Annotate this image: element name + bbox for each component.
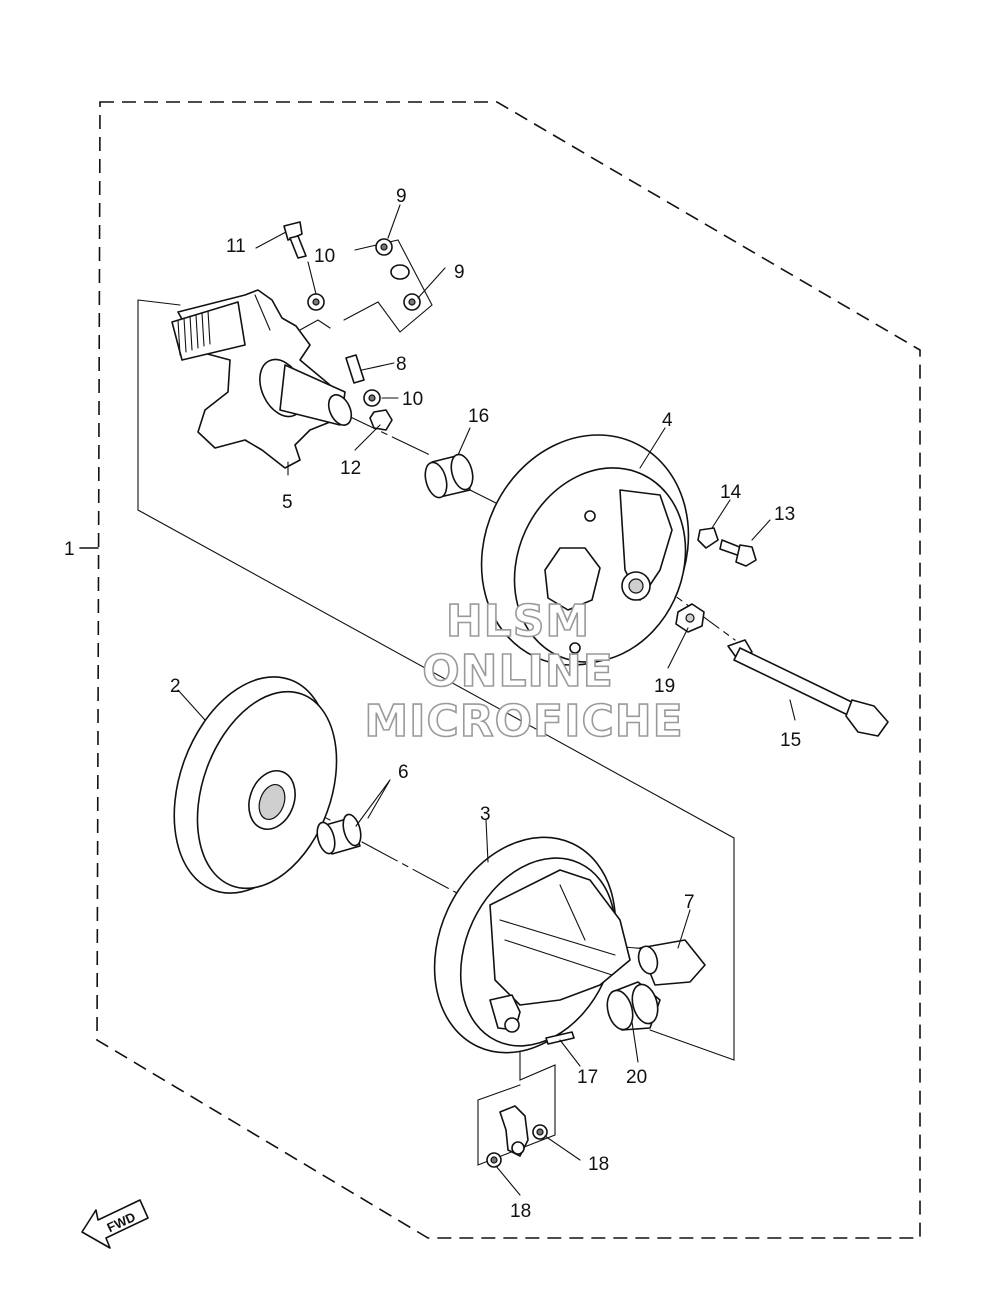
washer-part-18-left-hole: [490, 1156, 498, 1164]
callout-12: 12: [340, 458, 361, 479]
forward-direction-arrow: FWD: [81, 1199, 149, 1249]
bolt-part-15: [727, 639, 889, 737]
callout-8: 8: [396, 354, 407, 375]
callout-11: 11: [226, 236, 246, 257]
washer-part-10-mid-hole: [368, 394, 376, 402]
nut-part-12: [369, 409, 393, 431]
weight-arm-part-18: [499, 1105, 529, 1157]
callout-7: 7: [684, 892, 695, 913]
watermark: HLSM ONLINE MICROFICHE: [364, 595, 684, 748]
movable-sheave-part-3: [433, 836, 631, 1054]
callout-1: 1: [64, 539, 75, 560]
callout-18-right: 18: [588, 1154, 609, 1175]
callout-2: 2: [170, 676, 181, 697]
callout-13: 13: [774, 504, 795, 525]
callout-18-bottom: 18: [510, 1201, 531, 1222]
callout-17: 17: [577, 1067, 598, 1088]
watermark-line-1: HLSM: [446, 596, 590, 647]
washer-part-9-top-hole: [380, 243, 388, 251]
upper-group-bracket: [137, 299, 735, 1061]
watermark-line-3: MICROFICHE: [364, 696, 683, 747]
watermark-line-2: ONLINE: [422, 646, 614, 697]
bolt-part-13: [719, 539, 757, 567]
callout-14: 14: [720, 482, 742, 503]
assembly-boundary: [96, 101, 921, 1239]
spider-hub-part-5: [171, 289, 353, 469]
bolt-part-11: [283, 221, 307, 259]
callout-20: 20: [626, 1067, 647, 1088]
leader-lines: [177, 204, 796, 1196]
washer-part-18-right-hole: [536, 1128, 544, 1136]
pin-part-17: [545, 1031, 575, 1045]
callout-9-right: 9: [454, 262, 465, 283]
callout-4: 4: [662, 410, 673, 431]
bushing-part-6: [316, 813, 362, 855]
callout-5: 5: [282, 492, 293, 513]
callout-10-top: 10: [314, 246, 335, 267]
collar-part-7: [637, 939, 706, 986]
washer-part-10-top-hole: [312, 298, 320, 306]
callout-10-mid: 10: [402, 389, 423, 410]
bushing-part-20: [606, 981, 661, 1031]
roller-part-9: [390, 264, 410, 280]
sheave-disc-part-2: [173, 676, 338, 894]
callout-15: 15: [780, 730, 801, 751]
pin-part-8: [345, 354, 365, 384]
callout-6: 6: [398, 762, 409, 783]
callout-19: 19: [654, 676, 675, 697]
callout-16: 16: [468, 406, 489, 427]
washer-part-9-low-hole: [408, 298, 416, 306]
callout-3: 3: [480, 804, 491, 825]
washer-part-19: [675, 603, 705, 633]
cover-part-4: [480, 434, 690, 666]
bushing-part-16: [424, 453, 474, 499]
callout-9-top: 9: [396, 186, 407, 207]
washer-part-14: [697, 527, 719, 549]
sub-bracket-18: [477, 1039, 556, 1166]
